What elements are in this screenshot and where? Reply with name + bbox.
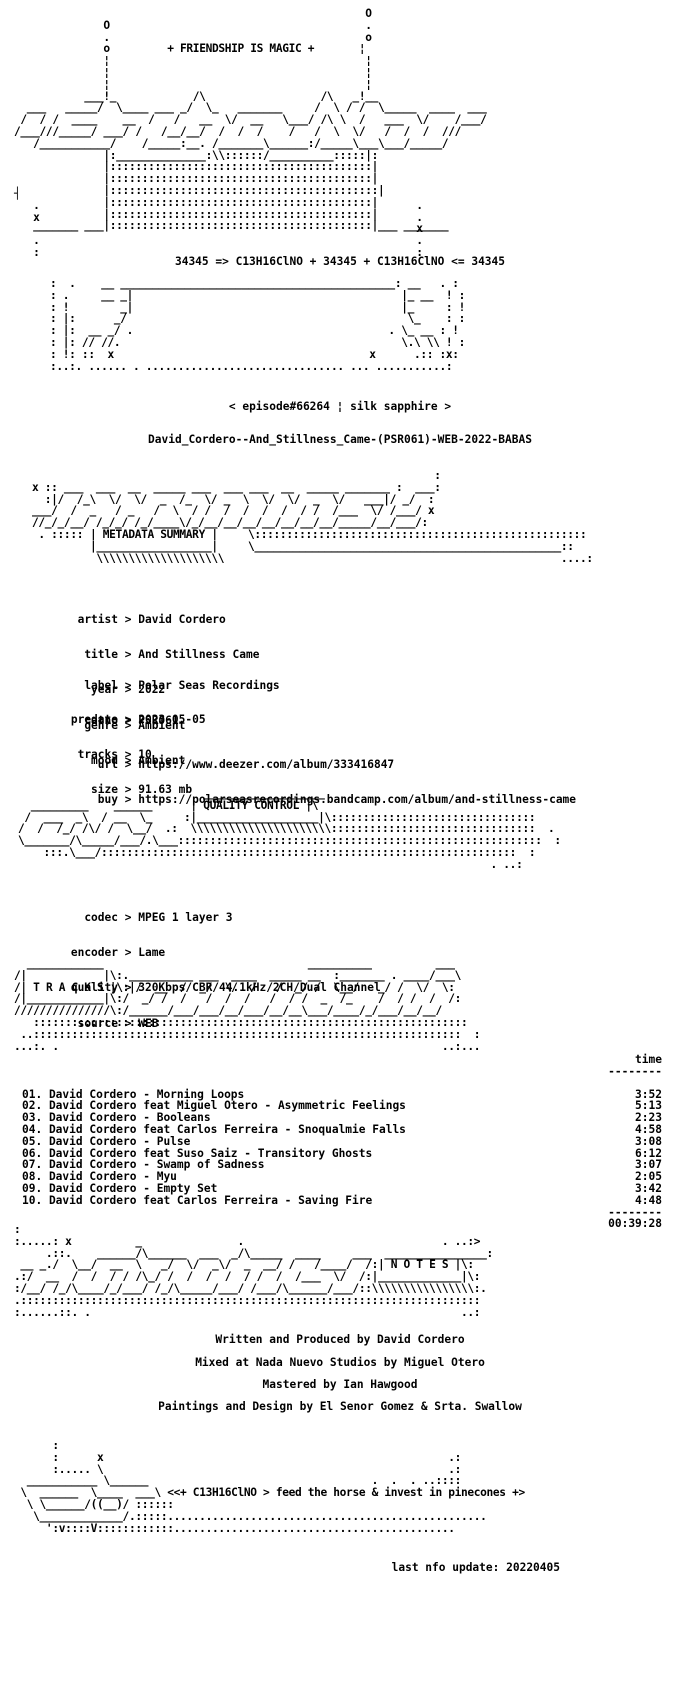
track-time: 5:13 [635, 1099, 662, 1113]
metadata-row-size: size > 91.63 mb [91, 783, 193, 797]
track-title: 06. David Cordero feat Suso Saiz - Trans… [22, 1146, 373, 1160]
tracks-banner-art: ____________ __________ ___ /| |\:._____… [14, 957, 481, 1053]
metadata-banner-art: : x :: ___ ___ __ _____ ___ ___ ___ __ _… [32, 469, 441, 541]
metadata-row-title: title > And Stillness Came [84, 647, 260, 661]
track-rows: 01. David Cordero - Morning Loops 3:52 02.… [22, 1087, 662, 1207]
track-time: 2:23 [635, 1111, 662, 1125]
release-name: David_Cordero--And_Stillness_Came-(PSR06… [148, 433, 532, 446]
metadata-row-artist: artist > David Cordero [77, 612, 226, 626]
metadata-row-year: year > 2022 [91, 683, 166, 697]
time-header: time [635, 1053, 662, 1066]
tracks-section-title: T R A C K S [33, 980, 104, 994]
track-row: 08. David Cordero - Myu 2:05 [22, 1171, 662, 1183]
metadata-title-box: | METADATA SUMMARY | |__________________… [90, 528, 225, 565]
footer-tagline: <<+ C13H16ClNO > feed the horse & invest… [167, 1486, 525, 1500]
track-title: 10. David Cordero feat Carlos Ferreira -… [22, 1193, 373, 1207]
last-update: last nfo update: 20220405 [391, 1561, 560, 1574]
track-time: 4:48 [635, 1193, 662, 1207]
deezer-link[interactable]: https://www.deezer.com/album/333416847 [138, 757, 395, 771]
track-row: 09. David Cordero - Empty Set 3:42 [22, 1183, 662, 1195]
track-row: 01. David Cordero - Morning Loops 3:52 [22, 1087, 662, 1101]
episode-line: < episode#66264 ¦ silk sapphire > [228, 400, 452, 413]
track-row: 07. David Cordero - Swamp of Sadness 3:07 [22, 1159, 662, 1171]
track-row: 03. David Cordero - Booleans 2:23 [22, 1112, 662, 1124]
track-header-row: time [22, 1054, 662, 1066]
notes-banner-art: : :.....: x _ . . ..:> .::. ______/\____… [14, 1223, 493, 1319]
quality-row-quality: quality > 320Kbps/CBR/44.1kHz/2CH/Dual C… [70, 981, 381, 995]
track-time: 3:07 [635, 1158, 662, 1172]
track-list: time -------- 01. David Cordero - Mornin… [22, 1054, 662, 1230]
track-time: 4:58 [635, 1122, 662, 1136]
notes-line-3: Mastered by Ian Hawgood [262, 1378, 418, 1391]
track-separator-bottom: -------- [608, 1205, 662, 1219]
track-total-row: 00:39:28 [22, 1218, 662, 1230]
metadata-group-1: artist > David Cordero title > And Still… [22, 590, 260, 779]
notes-section-title: N O T E S [390, 1258, 449, 1272]
track-row: 10. David Cordero feat Carlos Ferreira -… [22, 1193, 662, 1207]
bandcamp-link[interactable]: https://polarseasrecordings.bandcamp.com… [138, 792, 577, 806]
metadata-row-genre: genre > Ambient [84, 718, 186, 732]
quality-row-codec: codec > MPEG 1 layer 3 [84, 910, 233, 924]
slogan: + FRIENDSHIP IS MAGIC + [167, 42, 315, 56]
track-row: 06. David Cordero feat Suso Saiz - Trans… [22, 1146, 662, 1160]
metadata-row-catno: catno > PSR061 [84, 713, 179, 727]
track-time: 3:42 [635, 1181, 662, 1195]
notes-line-1: Written and Produced by David Cordero [215, 1333, 465, 1346]
quality-section-title: QUALITY CONTROL [203, 798, 299, 812]
track-title: 01. David Cordero - Morning Loops [22, 1087, 245, 1101]
track-title: 07. David Cordero - Swamp of Sadness [22, 1158, 265, 1172]
metadata-row-mood: mood > Ambient [91, 754, 186, 768]
track-time: 3:52 [635, 1087, 662, 1101]
track-title: 08. David Cordero - Myu [22, 1170, 177, 1184]
track-time: 6:12 [635, 1146, 662, 1160]
total-time: 00:39:28 [608, 1217, 662, 1231]
formula-line: 34345 => C13H16ClNO + 34345 + C13H16ClNO… [174, 255, 506, 268]
track-title: 02. David Cordero feat Miguel Otero - As… [22, 1099, 406, 1113]
header-decoration: ┤ . . x . x [14, 187, 423, 259]
quality-row-source: source > WEB [77, 1016, 159, 1030]
metadata-row-label: label > Polar Seas Recordings [84, 678, 280, 692]
track-title: 04. David Cordero feat Carlos Ferreira -… [22, 1122, 406, 1136]
track-row: 05. David Cordero - Pulse 3:08 [22, 1134, 662, 1148]
track-separator-top: -------- [608, 1064, 662, 1078]
track-title: 09. David Cordero - Empty Set [22, 1181, 218, 1195]
track-title: 05. David Cordero - Pulse [22, 1134, 191, 1148]
track-time: 2:05 [635, 1170, 662, 1184]
quality-banner-art: ___________________ _________ ______ | Q… [18, 787, 561, 871]
footer-ascii-art: : : x .: :..... \ .: ___________ \______ [20, 1439, 525, 1535]
metadata-group-3: predate > 2023-05-05 tracks > 10 size > … [22, 690, 206, 808]
header-bottom-art: : . __ _________________________________… [50, 277, 466, 373]
track-title: 03. David Cordero - Booleans [22, 1111, 211, 1125]
metadata-row-tracks: tracks > 10 [77, 747, 152, 761]
metadata-banner-fill: \:::::::::::::::::::::::::::::::::::::::… [248, 528, 593, 565]
metadata-group-4: url > https://www.deezer.com/album/33341… [22, 735, 576, 818]
metadata-section-title: METADATA SUMMARY [102, 528, 206, 541]
metadata-row-buy: buy > https://polarseasrecordings.bandca… [97, 792, 577, 806]
quality-rows: codec > MPEG 1 layer 3 encoder > Lame qu… [22, 888, 381, 1041]
quality-row-encoder: encoder > Lame [70, 945, 166, 959]
notes-line-2: Mixed at Nada Nuevo Studios by Miguel Ot… [195, 1356, 485, 1369]
notes-line-4: Paintings and Design by El Senor Gomez &… [158, 1400, 522, 1413]
track-time: 3:08 [635, 1134, 662, 1148]
metadata-group-2: label > Polar Seas Recordings catno > PS… [22, 656, 280, 739]
metadata-row-predate: predate > 2023-05-05 [70, 712, 206, 726]
track-row: 04. David Cordero feat Carlos Ferreira -… [22, 1124, 662, 1136]
track-row: 02. David Cordero feat Miguel Otero - As… [22, 1100, 662, 1112]
metadata-row-url: url > https://www.deezer.com/album/33341… [97, 757, 395, 771]
header-ascii-art: O O . . o o + FRIENDSHIP IS MAGIC + ¦ ¦ [14, 7, 487, 233]
